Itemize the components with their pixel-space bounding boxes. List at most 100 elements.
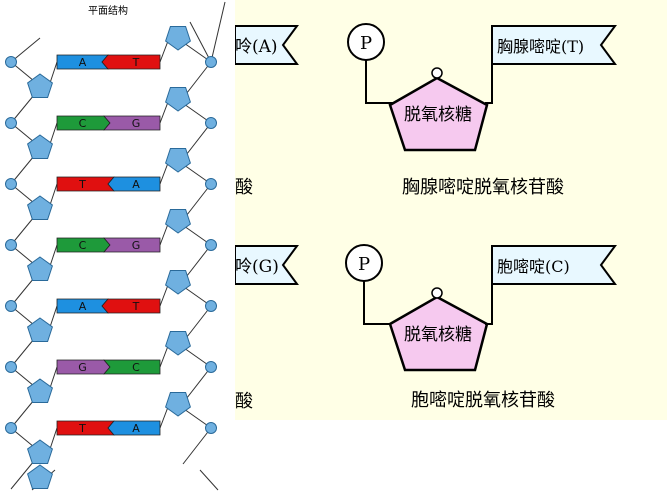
base-connector [49,183,58,206]
nucleotide-name-2: 胞嘧啶脱氧核苷酸 [411,390,555,411]
base-connector [159,284,169,307]
sugar-left [27,73,53,98]
phosphate-left [5,422,17,434]
phosphate-label-2: P [358,254,370,275]
backbone-left [10,399,35,429]
backbone-left [10,155,35,185]
phosphate-left [5,117,17,129]
phosphate-left [5,300,17,312]
base-letter-left: A [79,56,87,69]
sugar-right [165,26,191,51]
phosphate-right [205,117,217,129]
base-connector [49,366,58,389]
backbone-right [182,61,212,99]
backbone-lead-right [189,21,212,63]
sugar-left [27,317,53,342]
base-letter-right: G [132,117,141,130]
base-connector [159,162,169,185]
cut-base-label-1: 呤(A) [235,37,278,57]
phosphate-left [5,56,17,68]
backbone-right [182,305,212,343]
base-connector [159,101,169,124]
sugar-right [165,87,191,112]
cut-base-box-2 [235,245,299,285]
base-connector [49,244,58,267]
sugar-pentagon-1 [388,76,489,152]
cut-nucleotide-name-1: 酸 [235,177,253,198]
sugar-left [27,134,53,159]
base-connector [49,427,58,450]
backbone-left [10,216,35,246]
backbone-right [182,427,212,465]
base-letter-left: A [79,300,87,313]
base-g [103,237,161,253]
backbone-right [182,244,212,282]
backbone-nodes [5,26,217,489]
backbone-tail [199,469,219,491]
backbone-left [10,277,35,307]
sugar-left [27,439,53,464]
base-a [107,420,161,436]
nucleotide-name-1: 胸腺嘧啶脱氧核苷酸 [402,177,564,198]
base-letter-right: G [132,239,141,252]
sugar-oxygen-1 [431,67,443,79]
phosphate-left [5,178,17,190]
sugar-right [165,270,191,295]
sugar-right [165,148,191,173]
backbone-lead-right-top [210,1,226,63]
phosphate-right [205,56,217,68]
base-c [103,359,161,375]
sugar-left [27,464,53,489]
sugar-left [27,195,53,220]
base-letter-left: G [78,361,87,374]
backbone-left [10,460,35,490]
base-connector [49,122,58,145]
phosphate-bond-1 [365,60,400,104]
base-letter-right: T [132,56,140,69]
sugar-right [165,392,191,417]
base-letter-left: T [78,178,86,191]
base-connector [49,305,58,328]
base-letter-right: A [132,178,140,191]
phosphate-left [5,361,17,373]
base-letter-right: T [132,300,140,313]
backbone-right [182,366,212,404]
nucleotide-panel: 呤(A) 酸 P 脱氧核糖 胸腺嘧啶(T) 胸腺嘧啶脱氧核苷酸 [235,0,667,420]
sugar-pentagon-2 [388,295,489,372]
phosphate-right [205,422,217,434]
sugar-left [27,378,53,403]
base-t [101,54,161,70]
base-g [103,115,161,131]
base-box-2 [491,245,617,285]
base-letter-left: T [78,422,86,435]
base-connector [49,61,58,84]
backbone-right [182,183,212,221]
ladder-title: 平面结构 [88,4,128,17]
phosphate-right [205,300,217,312]
phosphate-right [205,361,217,373]
sugar-right [165,209,191,234]
phosphate-bond-2 [363,281,400,325]
phosphate-right [205,239,217,251]
backbone-left [10,94,35,124]
sugar-oxygen-2 [431,287,443,299]
base-connector [159,223,169,246]
base-connector [159,40,169,63]
sugar-right [165,331,191,356]
base-letter-left: C [79,117,87,130]
cut-base-box-1 [235,25,299,65]
base-letter-left: C [79,239,87,252]
cut-base-label-2: 呤(G) [235,257,279,277]
base-connector [159,406,169,429]
sugar-left [27,256,53,281]
backbone-right [182,122,212,160]
backbone-lead-left [10,37,41,63]
phosphate-right [205,178,217,190]
phosphate-label-1: P [360,33,372,54]
base-t [101,298,161,314]
backbone-left [10,338,35,368]
base-connector [159,345,169,368]
